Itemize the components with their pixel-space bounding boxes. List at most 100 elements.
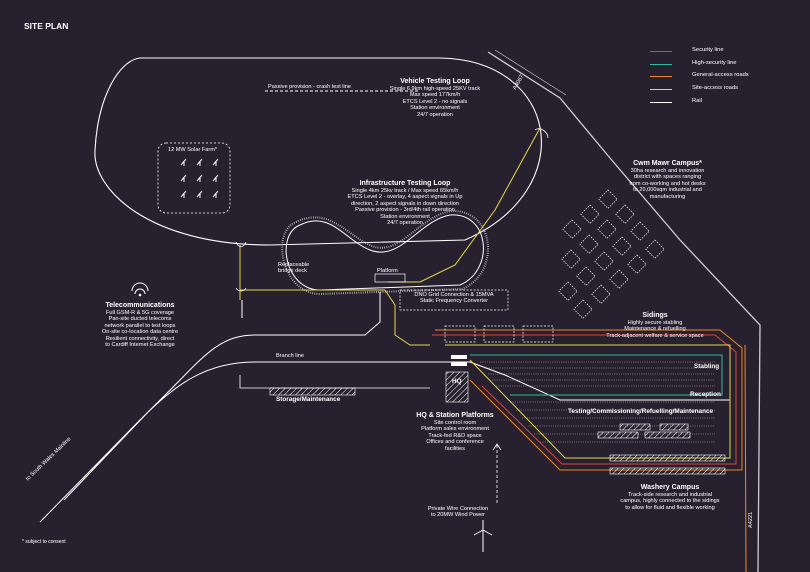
wifi-icon [131, 282, 149, 297]
hq-station-line: Platform sales environment [421, 426, 489, 433]
road-a4221-label: A4221 [748, 511, 754, 528]
sidings-line: Highly secure stabling [627, 320, 683, 327]
hq-station-line: Site control room [433, 420, 477, 427]
solar-farm-boundary [157, 142, 231, 214]
sidings-line: Maintenance & refuelling [624, 326, 686, 333]
site-access-road [239, 127, 541, 346]
legend-swatch [650, 63, 672, 65]
hq-station-line: facilities [445, 445, 465, 452]
washery-label: Washery Campus Track-side research and i… [600, 484, 740, 511]
legend-swatch [650, 89, 672, 91]
infrastructure-loop-line: direction, 2 aspect signals in down dire… [351, 200, 459, 207]
infrastructure-loop-title: Infrastructure Testing Loop [359, 180, 451, 187]
legend-item-site-access: Site-access roads [650, 84, 770, 97]
reception-label: Reception [690, 391, 721, 398]
bridge-deck-line: bridge deck [278, 268, 307, 275]
road-a4067 [487, 51, 761, 572]
vehicle-loop-line: 24/7 operation [417, 111, 453, 118]
storage-plots [444, 325, 554, 343]
infrastructure-loop-label: Infrastructure Testing Loop Single 4km 2… [320, 180, 490, 227]
dno-line: Static Frequency Converter [419, 298, 489, 305]
hq-platform-b [451, 362, 467, 366]
washery-line: campus, highly connected to the sidings [620, 498, 720, 505]
cwm-mawr-title: Cwm Mawr Campus* [633, 160, 702, 167]
solar-panel-icons [180, 158, 219, 198]
cwm-mawr-line: to 20,000sqm industrial and [633, 187, 702, 194]
washery-line: Track-side research and industrial [627, 492, 713, 499]
infrastructure-loop-line: 24/7 operation [387, 220, 423, 227]
infrastructure-loop-line: Passive provision - 3rd/4th rail operati… [355, 207, 455, 214]
storage-label: Storage/Maintenance [276, 396, 341, 403]
private-wire-label: Private Wire Connection to 20MW Wind Pow… [418, 506, 498, 519]
hq-box-label: HQ [452, 378, 462, 385]
legend-swatch [650, 51, 672, 52]
hq-station-title: HQ & Station Platforms [416, 412, 494, 419]
legend-swatch [650, 101, 672, 103]
stabling-label: Stabling [694, 363, 720, 370]
cwm-mawr-label: Cwm Mawr Campus* 30ha research and innov… [610, 160, 725, 200]
vehicle-loop-title: Vehicle Testing Loop [400, 78, 470, 85]
telecom-line: On-site co-location data centre [101, 329, 179, 336]
hq-building [445, 371, 469, 403]
platform-box [374, 273, 406, 283]
infrastructure-loop-line: ETCS Level 2 - overlay, 4 aspect signals… [347, 194, 463, 201]
dno-label: DNO Grid Connection & 15MVA Static Frequ… [400, 292, 508, 305]
washery-building-a [609, 454, 726, 462]
road-a4221-edge [744, 344, 747, 572]
infrastructure-loop-line: Station environment [380, 213, 430, 220]
bridge-deck-label: Replaceable bridge deck [278, 262, 309, 275]
legend-label: Security line [692, 47, 724, 53]
legend-item-security: Security line [650, 46, 770, 59]
vehicle-loop-line: Single 6.9km high-speed 25KV track [389, 86, 481, 93]
level-crossings [235, 128, 549, 292]
telecom-line: to Cardiff Internet Exchange [105, 342, 175, 349]
branch-line-label: Branch line [276, 353, 304, 359]
legend-label: Site-access roads [692, 85, 739, 92]
telecom-label: Telecommunications Full GSM-R & 5G cover… [80, 302, 200, 349]
hq-station-line: Offices and conference [426, 439, 484, 446]
dno-line: DNO Grid Connection & 15MVA [414, 292, 494, 298]
solar-farm-label: 12 MW Solar Farm* [168, 147, 218, 153]
cwm-mawr-line: manufacturing [649, 193, 686, 200]
legend-label: High-security line [692, 59, 737, 66]
legend-item-general-access: General-access roads [650, 71, 770, 84]
vehicle-loop-line: Station environment [410, 105, 460, 112]
legend-label: General-access roads [692, 72, 749, 79]
private-wire-arrow [492, 443, 502, 451]
security-line [432, 334, 737, 465]
telecom-title: Telecommunications [105, 302, 175, 309]
testing-label: Testing/Commissioning/Refuelling/Mainten… [568, 408, 714, 415]
hq-station-line: Track-fed R&D space [428, 432, 482, 439]
legend-swatch [650, 76, 672, 78]
hq-platform-a [451, 355, 467, 359]
telecom-line: Full GSM-R & 5G coverage [105, 310, 175, 317]
washery-title: Washery Campus [640, 484, 700, 491]
private-wire-line-text: Private Wire Connection [427, 506, 489, 512]
telecom-line: network parallel to test loops [104, 322, 176, 329]
cwm-mawr-line: from co-working and hot desks [629, 180, 706, 187]
infrastructure-testing-loop [285, 214, 484, 291]
cwm-mawr-line: district with spaces ranging [633, 174, 702, 181]
testing-shed-a [619, 423, 651, 431]
crash-test-label: Passive provision - crash test line [268, 84, 352, 90]
wind-turbine-icon [473, 520, 493, 552]
legend-label: Rail [692, 97, 702, 104]
legend-item-rail: Rail [650, 97, 770, 110]
platform-label: Platform [377, 268, 398, 274]
vehicle-loop-line: Max speed 177km/h [409, 92, 461, 99]
cwm-mawr-plots [558, 189, 665, 319]
storage-building [269, 387, 356, 396]
telecom-line: Resilient connectivity, direct [105, 335, 175, 342]
testing-shed-d [644, 431, 691, 439]
sidings-line: Track-adjacent welfare & service space [606, 332, 704, 339]
legend-item-high-security: High-security line [650, 59, 770, 72]
washery-building-b [609, 467, 726, 475]
bridge-deck-line: Replaceable [278, 262, 310, 268]
rail-to-branch-b [239, 375, 430, 389]
legend: Security line High-security line General… [650, 46, 770, 109]
infrastructure-loop-line: Single 4km 25kv track / Max speed 65km/h [351, 188, 459, 195]
site-access-sidings [445, 344, 731, 459]
dno-enclosure [399, 289, 509, 311]
washery-line: to allow for fluid and flexible working [625, 504, 715, 511]
